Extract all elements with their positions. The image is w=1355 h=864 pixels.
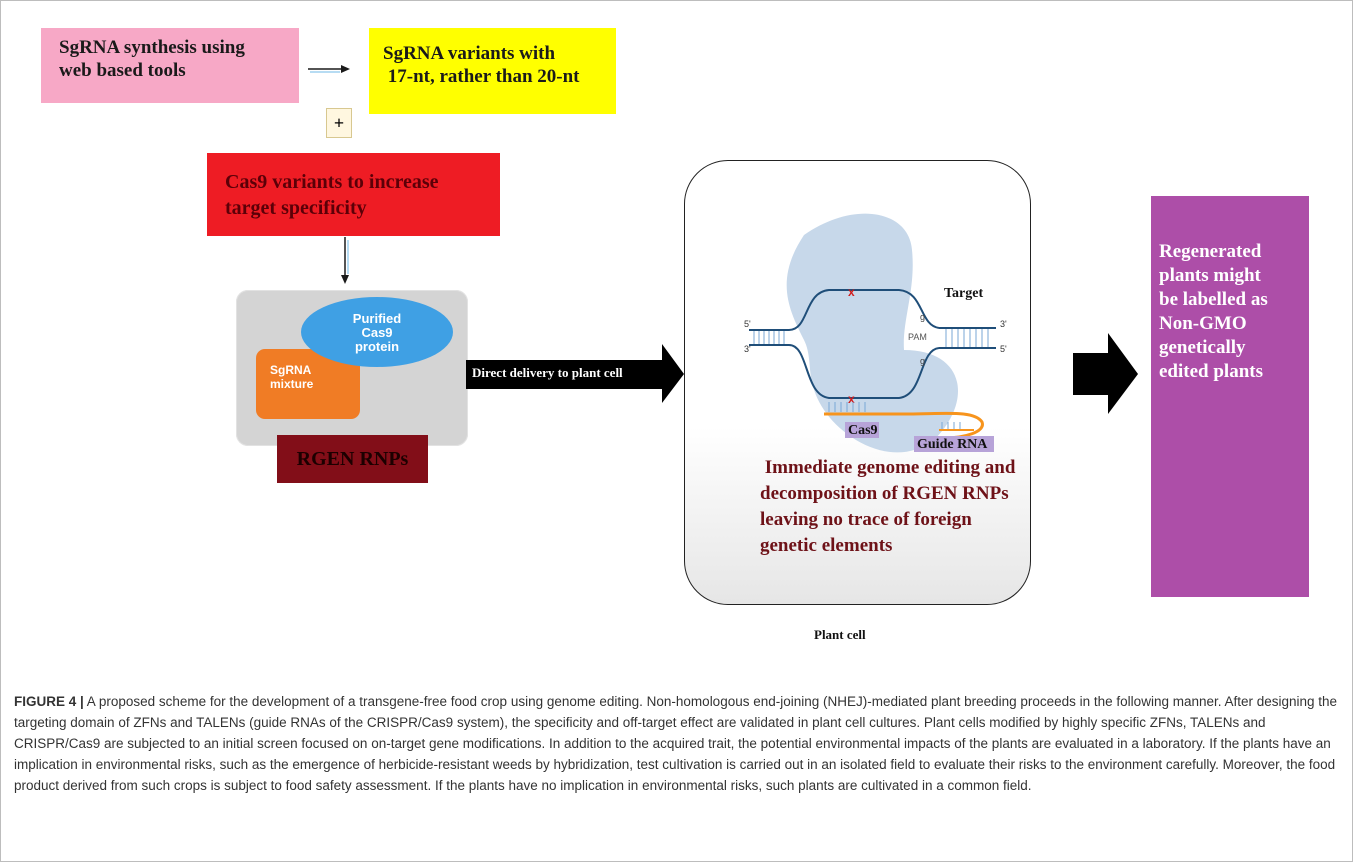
delivery-arrow bbox=[466, 344, 684, 403]
pam-bottom-glyph: ɡ bbox=[920, 356, 925, 366]
regenerated-plants-box: Regenerated plants might be labelled as … bbox=[1151, 196, 1309, 597]
guide-tail-rungs bbox=[941, 422, 961, 429]
cas9-variants-box: Cas9 variants to increase target specifi… bbox=[207, 153, 500, 236]
rgen-rnps-label: RGEN RNPs bbox=[277, 435, 428, 483]
dna-rungs-left bbox=[753, 331, 785, 344]
guide-rna-label-bg bbox=[914, 436, 994, 452]
dna-bottom-loop bbox=[788, 344, 940, 399]
regenerated-line-2: plants might bbox=[1159, 265, 1261, 286]
arrow-cas9-down-head bbox=[341, 275, 349, 284]
purified-cas9-bubble: Purified Cas9 protein bbox=[301, 297, 453, 367]
cas9-label: Cas9 bbox=[848, 423, 878, 438]
regenerated-line-4: Non-GMO bbox=[1159, 313, 1247, 334]
purified-cas9-line-2: Cas9 bbox=[361, 325, 393, 340]
sgrna-mixture-line-1: SgRNA bbox=[270, 363, 312, 377]
three-prime-top-right: 3' bbox=[1000, 319, 1007, 329]
cas9-blob bbox=[786, 213, 958, 453]
regenerated-line-5: genetically bbox=[1159, 337, 1246, 358]
figure-caption: FIGURE 4 | A proposed scheme for the dev… bbox=[14, 691, 1339, 796]
regenerated-line-3: be labelled as bbox=[1159, 289, 1268, 310]
plus-sign: + bbox=[326, 108, 352, 138]
regenerate-arrow bbox=[1073, 333, 1138, 414]
cas9-variants-line-2: target specificity bbox=[225, 197, 367, 219]
plant-cell-label: Plant cell bbox=[814, 627, 866, 642]
crispr-dna-diagram: x x ɡ ɡ 5' 3' 3' 5' PAM Target Cas9 Guid… bbox=[744, 213, 1007, 453]
dna-rungs-right bbox=[945, 329, 989, 347]
sgrna-variants-line-1: SgRNA variants with bbox=[383, 43, 556, 64]
dna-top-loop bbox=[788, 289, 940, 331]
cell-caption-line-4: genetic elements bbox=[760, 535, 893, 556]
regenerated-line-1: Regenerated bbox=[1159, 241, 1262, 262]
sgrna-mixture-line-2: mixture bbox=[270, 377, 314, 391]
guide-rungs bbox=[828, 402, 866, 412]
three-prime-bottom-left: 3' bbox=[744, 344, 751, 354]
cas9-variants-line-1: Cas9 variants to increase bbox=[225, 171, 439, 193]
purified-cas9-line-1: Purified bbox=[352, 311, 402, 326]
guide-rna-label: Guide RNA bbox=[917, 437, 988, 452]
figure-label: FIGURE 4 | bbox=[14, 694, 84, 709]
pam-top-glyph: ɡ bbox=[920, 312, 925, 322]
pam-label: PAM bbox=[908, 332, 927, 342]
five-prime-bottom-right: 5' bbox=[1000, 344, 1007, 354]
sgrna-mixture-block: SgRNA mixture bbox=[256, 349, 360, 419]
direct-delivery-label: Direct delivery to plant cell bbox=[472, 365, 623, 380]
cell-caption: Immediate genome editing and decompositi… bbox=[760, 455, 1020, 559]
cell-caption-line-2: decomposition of RGEN RNPs bbox=[760, 483, 1009, 504]
figure-caption-text: A proposed scheme for the development of… bbox=[14, 694, 1338, 793]
purified-cas9-line-3: protein bbox=[354, 339, 400, 354]
cell-caption-line-3: leaving no trace of foreign bbox=[760, 509, 972, 530]
arrow-synthesis-to-variants-head bbox=[341, 65, 350, 73]
five-prime-top-left: 5' bbox=[744, 319, 751, 329]
sgrna-synthesis-box: SgRNA synthesis using web based tools bbox=[41, 28, 299, 103]
diagram-arrows bbox=[308, 65, 1138, 414]
sgrna-variants-box: SgRNA variants with 17-nt, rather than 2… bbox=[369, 28, 616, 114]
regenerated-line-6: edited plants bbox=[1159, 361, 1263, 382]
sgrna-variants-line-2: 17-nt, rather than 20-nt bbox=[383, 66, 580, 87]
sgrna-synthesis-line-1: SgRNA synthesis using bbox=[59, 37, 245, 58]
sgrna-synthesis-line-2: web based tools bbox=[59, 60, 186, 81]
cut-mark-bottom: x bbox=[848, 392, 855, 406]
cell-caption-line-1: Immediate genome editing and bbox=[760, 457, 1016, 478]
cas9-label-bg bbox=[845, 422, 879, 438]
target-label: Target bbox=[944, 286, 983, 301]
cut-mark-top: x bbox=[848, 285, 855, 299]
